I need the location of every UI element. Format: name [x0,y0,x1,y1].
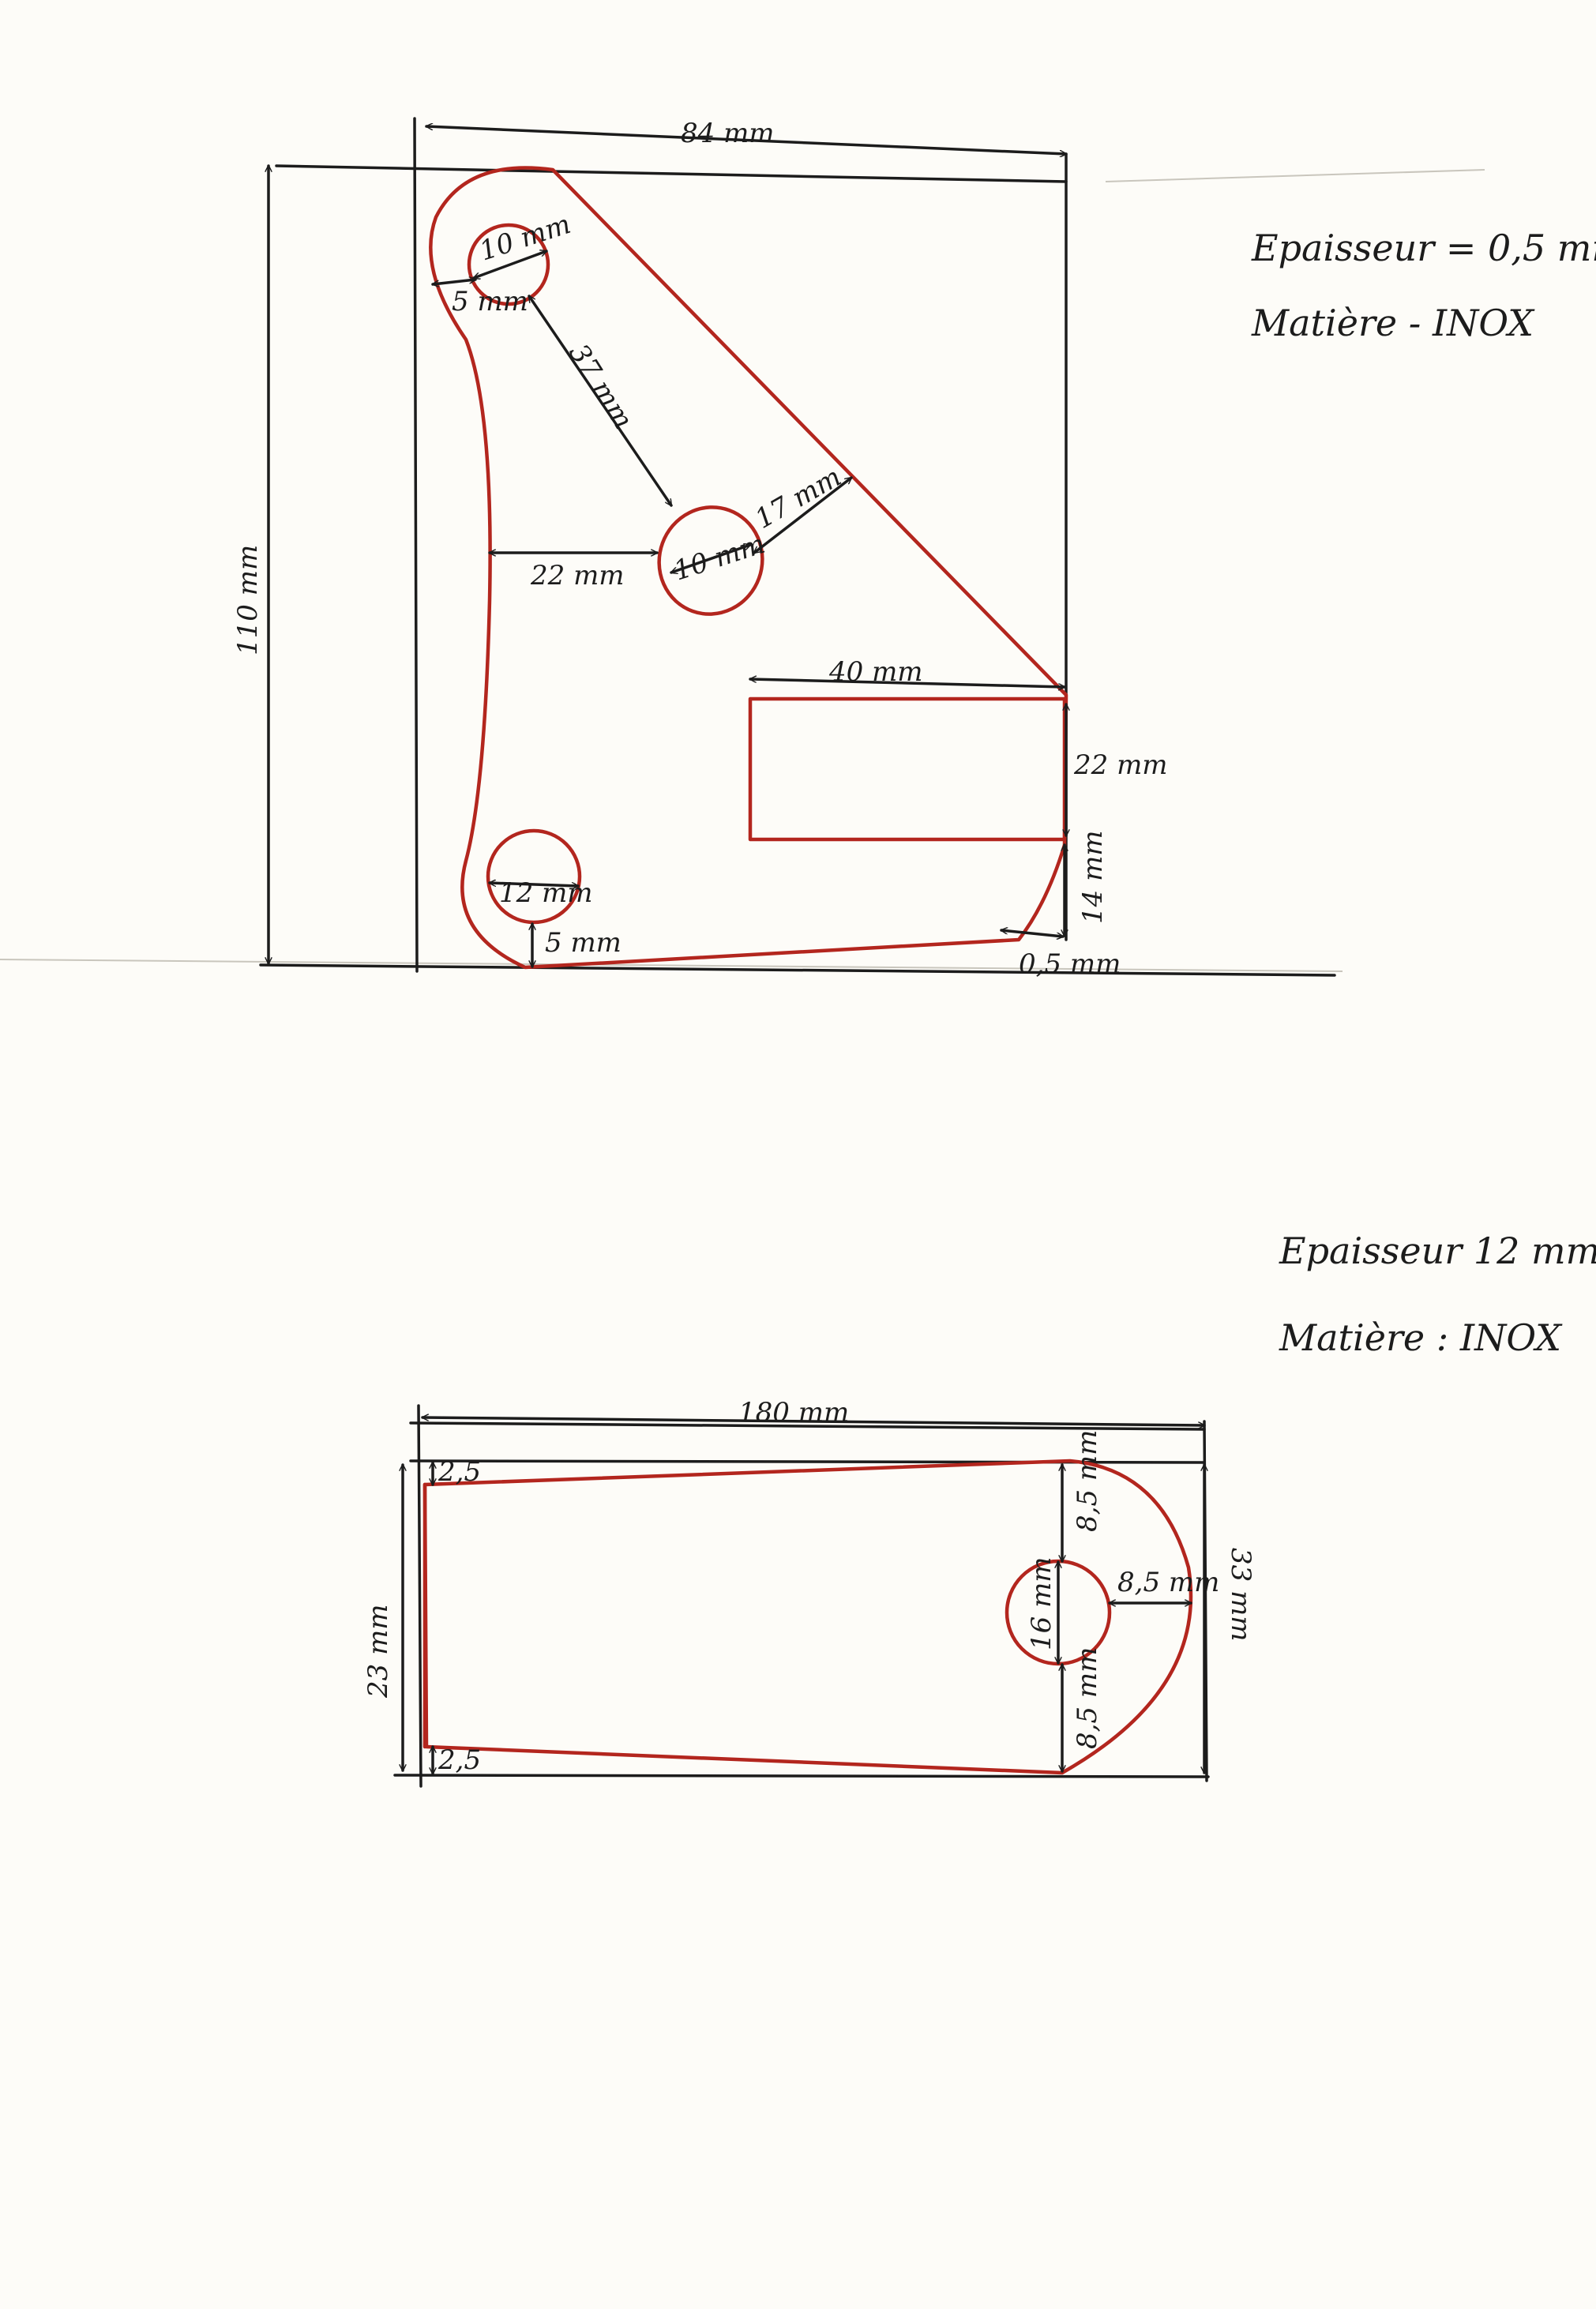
part1-hole-bottom [486,828,582,925]
part1-top-line [275,164,1068,183]
dim-hole-bottom-diam [488,883,580,886]
part2-left-line [417,1404,422,1788]
part1-hole-mid [657,505,764,616]
part2-outline [422,1459,1193,1775]
label-left-height: 23 mm [362,1604,394,1699]
label-hole-mid-diam: 10 mm [670,528,768,588]
label-left-mid-hole: 22 mm [530,560,625,591]
part1-base-line [259,963,1336,977]
part-2-drawing: 180 mm 23 mm 33 mm 2,5 2,5 8,5 mm 8,5 mm… [362,1230,1596,1788]
label-bottom-right: 0,5 mm [1019,948,1121,980]
part2-thickness-note: Epaisseur 12 mm [1279,1230,1596,1272]
dim-length [421,1417,1206,1425]
dim-hole-mid-diam [671,545,750,573]
label-hole-diam: 16 mm [1026,1556,1057,1650]
dim-edge-mid-hole [754,476,851,554]
label-width: 84 mm [681,118,775,149]
label-hole-top-offset: 5 mm [452,286,528,317]
label-slot-height: 22 mm [1073,749,1168,781]
part2-material-note: Matière : INOX [1279,1316,1563,1359]
label-hole-spacing: 37 mm [562,339,639,435]
label-hole-top: 8,5 mm [1072,1430,1103,1532]
part1-outline [429,166,1068,970]
dim-slot-length [749,679,1066,687]
dim-hole-top-offset [431,280,477,284]
label-hole-bottom-offset: 5 mm [545,927,622,959]
dim-width [425,126,1068,154]
dim-bottom-right [1000,930,1065,937]
label-bottom-offset: 2,5 [437,1744,481,1776]
label-hole-bottom-diam: 12 mm [499,877,593,909]
dim-hole-spacing [528,296,673,505]
part1-slot [748,696,1067,842]
label-hole-bottom: 8,5 mm [1072,1647,1103,1749]
label-hole-right: 8,5 mm [1117,1567,1219,1598]
dim-hole-top-diam [474,251,546,278]
label-right-lower: 14 mm [1077,830,1109,924]
paper-crease [1105,169,1485,182]
label-top-offset: 2,5 [437,1456,481,1488]
part2-bottom-line [393,1774,1210,1778]
label-slot-length: 40 mm [828,656,923,688]
label-length: 180 mm [738,1397,849,1429]
label-height: 110 mm [232,545,264,655]
paper-crease [0,959,1343,972]
part-1-drawing: 84 mm 110 mm 10 mm 5 mm 37 mm 17 mm 22 m… [232,117,1596,980]
part1-material-note: Matière - INOX [1251,302,1535,344]
label-right-height: 33 mm [1225,1548,1256,1642]
part1-left-line [413,117,419,973]
part1-thickness-note: Epaisseur = 0,5 mm [1251,227,1596,269]
label-edge-mid-hole: 17 mm [750,461,847,535]
